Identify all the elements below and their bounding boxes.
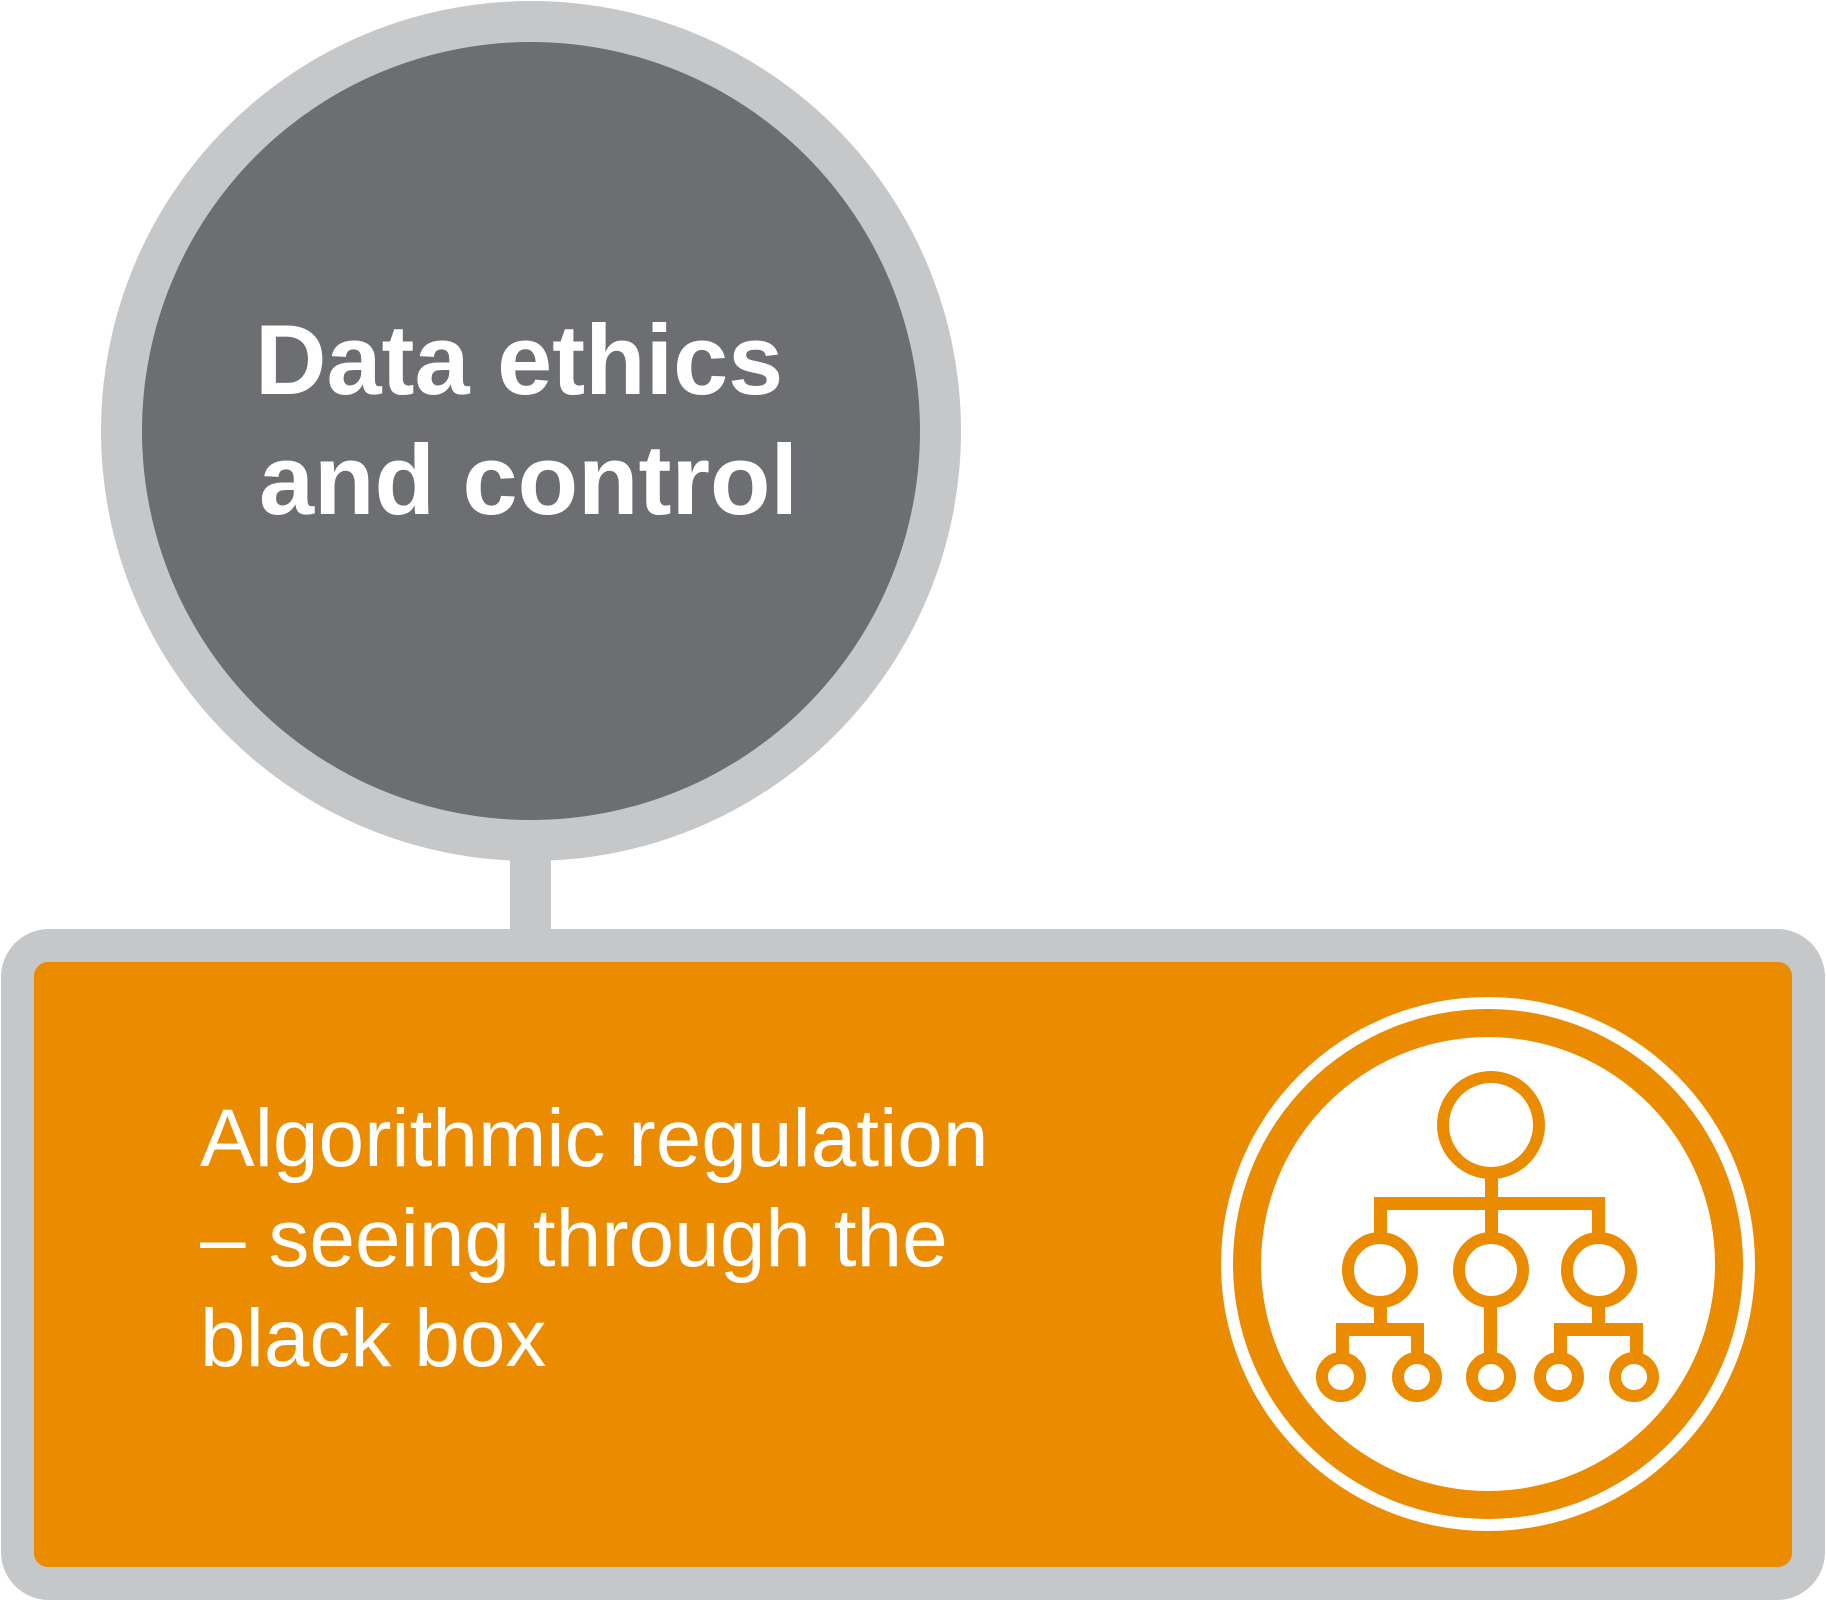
panel-text-line-2: – seeing through the <box>200 1193 948 1284</box>
hierarchy-tree-icon <box>1221 997 1755 1531</box>
panel-text-line-1: Algorithmic regulation <box>200 1093 989 1184</box>
topic-circle <box>101 1 961 861</box>
topic-circle-fill <box>142 42 920 820</box>
topic-title-line-2: and control <box>259 424 798 535</box>
topic-title-line-1: Data ethics <box>255 304 784 415</box>
connector-stem <box>510 855 551 935</box>
panel-text-line-3: black box <box>200 1293 547 1384</box>
